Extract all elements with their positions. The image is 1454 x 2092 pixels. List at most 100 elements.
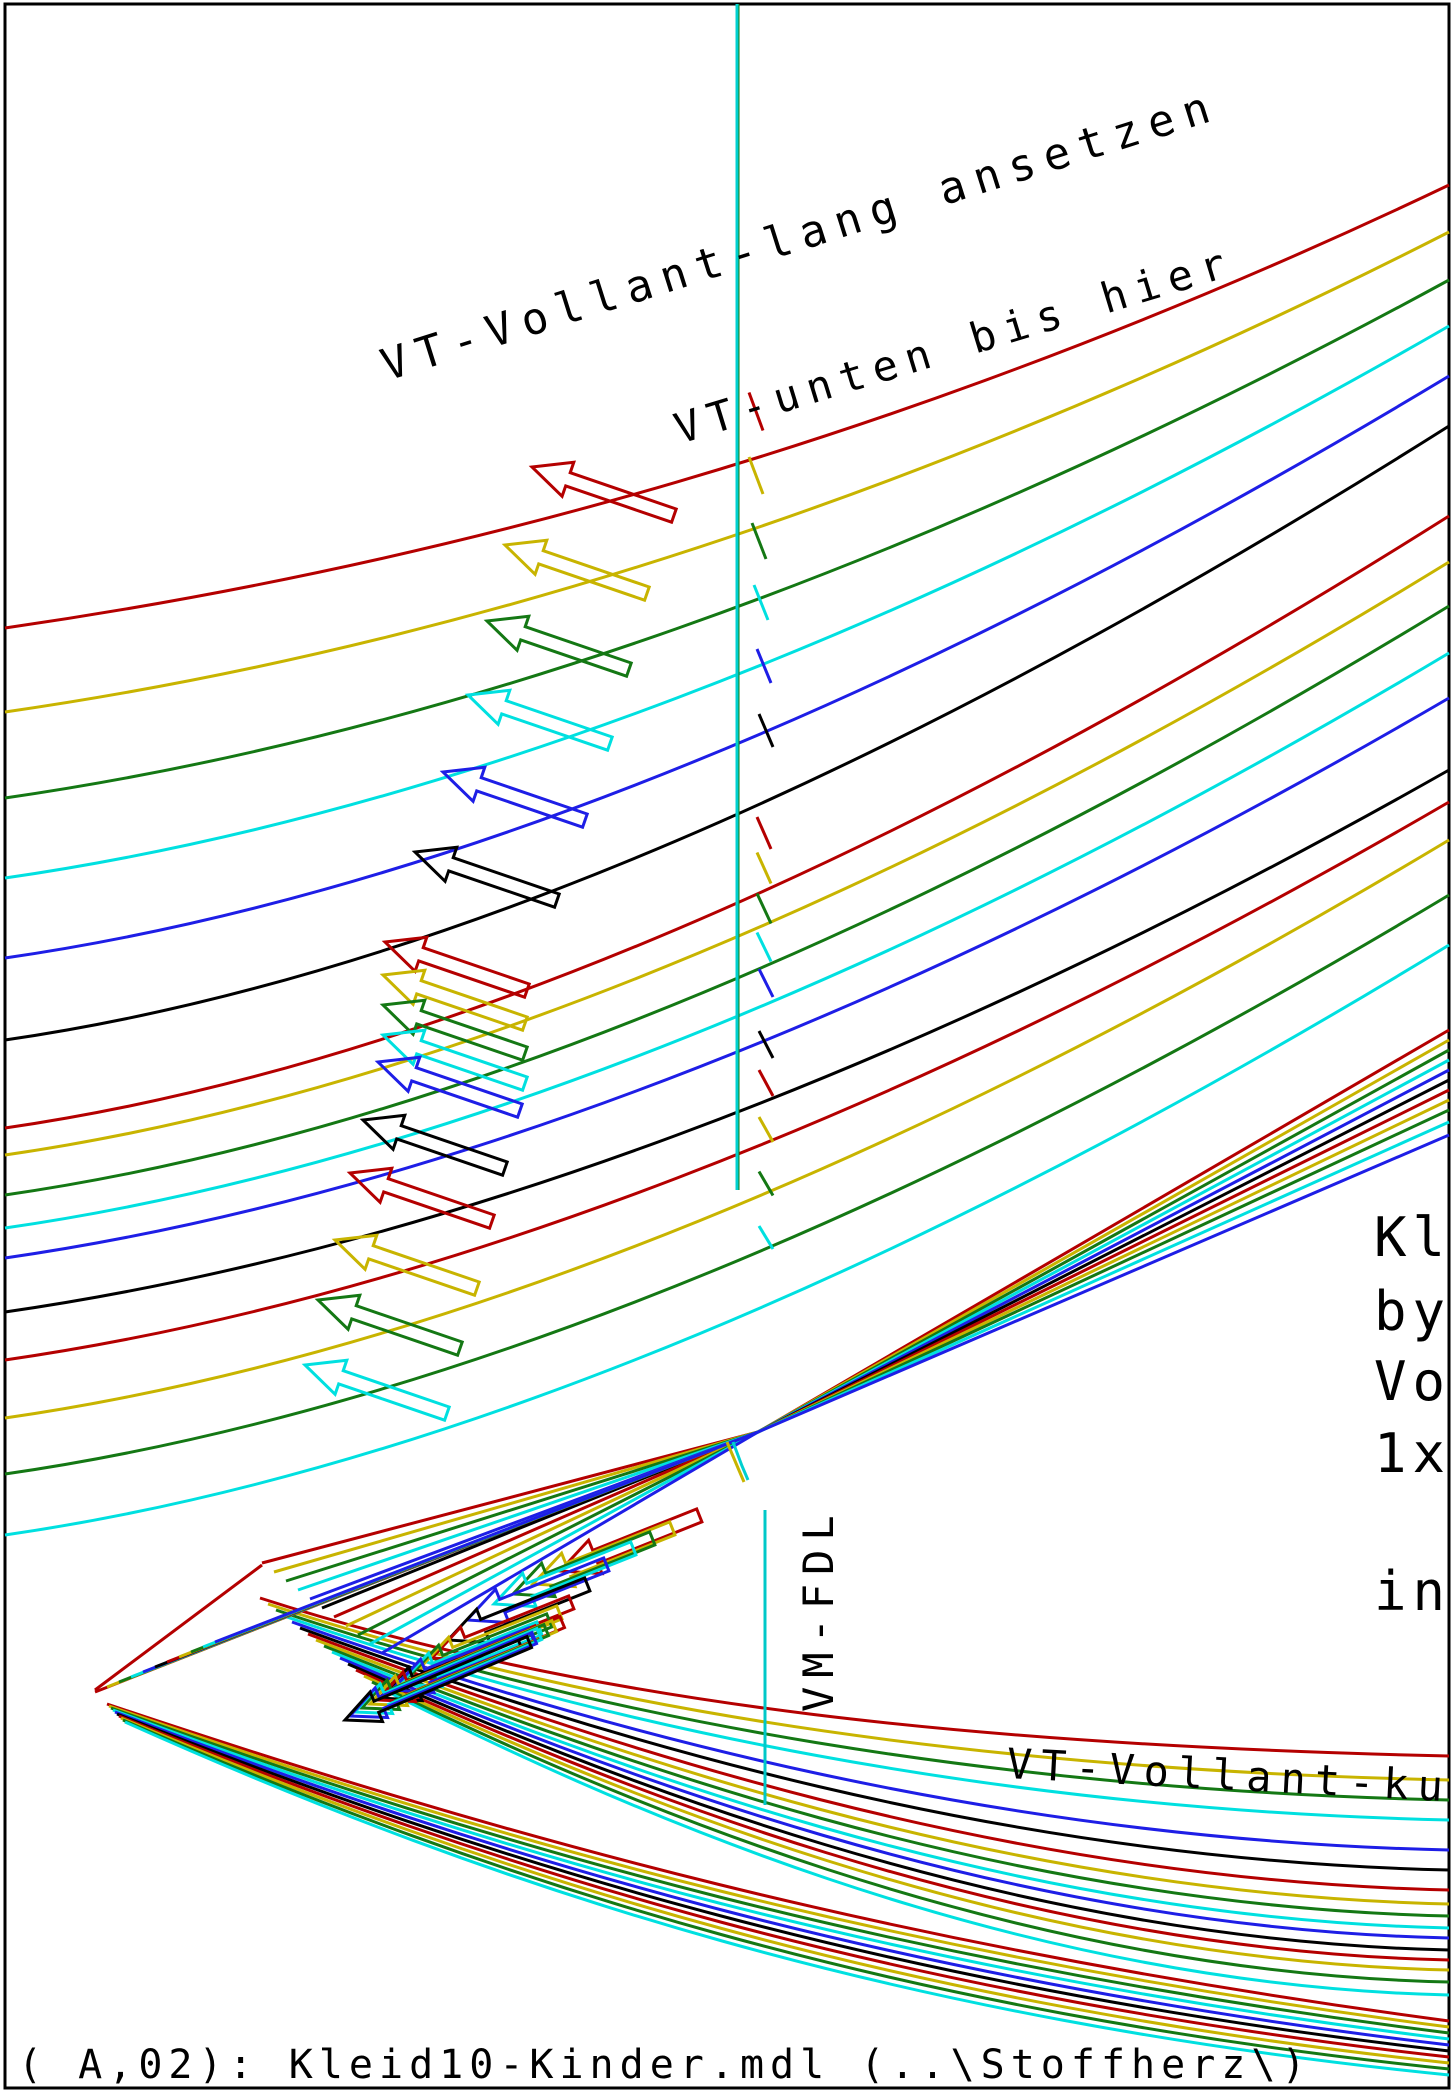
hem-curve-lower bbox=[116, 1712, 1450, 2053]
grain-arrow bbox=[331, 1233, 482, 1298]
fan-line-mid bbox=[297, 1430, 759, 1592]
grain-arrow-lower bbox=[509, 1529, 657, 1599]
seam-curve bbox=[4, 943, 1450, 1537]
notch-mark bbox=[755, 816, 773, 850]
notch-mark bbox=[755, 892, 773, 925]
grain-arrow bbox=[464, 688, 615, 753]
fan-line bbox=[757, 1108, 1450, 1434]
drawing-frame bbox=[3, 2, 1451, 2090]
seam-curve-lower bbox=[339, 1656, 1450, 1940]
notch-mark bbox=[757, 1030, 775, 1059]
lower-grainline-arrows bbox=[341, 1506, 704, 1724]
seam-curve bbox=[4, 424, 1450, 1042]
fan-line-top bbox=[94, 1563, 263, 1692]
fan-line bbox=[757, 1088, 1450, 1434]
notch-mark bbox=[747, 456, 765, 495]
seam-curve bbox=[4, 651, 1450, 1230]
upper-notch-marks bbox=[747, 391, 775, 1250]
upper-grainline-arrows bbox=[301, 460, 679, 1423]
seam-curve-lower bbox=[315, 1638, 1450, 1906]
grain-arrow-lower bbox=[346, 1630, 539, 1720]
grain-arrow-lower bbox=[358, 1622, 551, 1712]
seam-curve bbox=[4, 838, 1450, 1420]
notch-mark bbox=[757, 1116, 775, 1143]
fan-lines bbox=[94, 1028, 1450, 1694]
seam-curve bbox=[4, 230, 1450, 714]
fan-line bbox=[757, 1098, 1450, 1434]
grain-arrow-lower bbox=[341, 1634, 534, 1724]
fan-line-mid bbox=[369, 1430, 759, 1646]
grain-arrow bbox=[314, 1293, 465, 1358]
seam-curve bbox=[4, 324, 1450, 880]
hem-curve-lower bbox=[106, 1702, 1450, 2023]
fan-line-mid bbox=[357, 1430, 759, 1637]
info-line: Vor bbox=[1374, 1350, 1454, 1413]
fan-tip-marks bbox=[725, 1441, 746, 1483]
grain-arrow bbox=[381, 935, 532, 1000]
grain-arrow bbox=[439, 765, 590, 830]
fan-line bbox=[757, 1133, 1450, 1434]
fan-line-mid bbox=[285, 1430, 759, 1583]
seam-curve bbox=[4, 893, 1450, 1476]
fan-line-mid bbox=[273, 1430, 759, 1574]
notch-mark bbox=[757, 1170, 775, 1197]
seam-curve-lower bbox=[323, 1644, 1450, 1918]
notch-mark bbox=[755, 931, 773, 963]
footer-file-path: ( A,02): Kleid10-Kinder.mdl (..\Stoffher… bbox=[18, 2042, 1312, 2088]
vollant-kurz-label: VT-Vollant-kurz bbox=[1005, 1739, 1454, 1815]
seam-curve-lower bbox=[259, 1596, 1450, 1758]
fan-line-mid bbox=[345, 1430, 759, 1628]
hem-curve-lower bbox=[110, 1706, 1450, 2035]
seam-curve bbox=[4, 278, 1450, 800]
grain-arrow bbox=[346, 1166, 497, 1231]
info-line: Kle bbox=[1374, 1206, 1454, 1269]
seam-curve-lower bbox=[267, 1602, 1450, 1782]
info-block: Kle by Vor 1xS ink bbox=[1374, 1206, 1454, 1623]
seam-curve bbox=[4, 696, 1450, 1260]
info-line: by bbox=[1374, 1280, 1451, 1343]
notch-mark bbox=[747, 391, 765, 432]
notch-mark bbox=[757, 968, 775, 998]
notch-mark bbox=[755, 851, 773, 885]
seam-curve-lower bbox=[379, 1686, 1450, 1997]
seam-curve-lower bbox=[371, 1680, 1450, 1984]
seam-curve-lower bbox=[331, 1650, 1450, 1930]
upper-seam-curves bbox=[4, 183, 1450, 1537]
grain-arrow-lower bbox=[366, 1618, 559, 1708]
notch-mark bbox=[757, 1225, 775, 1250]
seam-curve bbox=[4, 604, 1450, 1197]
hem-curve-lower bbox=[124, 1720, 1450, 2077]
grain-arrow-lower bbox=[490, 1539, 638, 1609]
grain-arrow-lower bbox=[374, 1614, 567, 1704]
seam-curve bbox=[4, 800, 1450, 1362]
grain-arrow-lower bbox=[351, 1626, 544, 1716]
info-line: 1xS bbox=[1374, 1422, 1454, 1485]
grain-arrow bbox=[411, 845, 562, 910]
seam-curve-lower bbox=[355, 1668, 1450, 1962]
notch-mark bbox=[755, 648, 773, 684]
lower-seam-curves bbox=[106, 1596, 1450, 2077]
hem-curve-lower bbox=[112, 1708, 1450, 2041]
grain-arrow-lower bbox=[376, 1633, 524, 1703]
hem-curve-lower bbox=[108, 1704, 1450, 2029]
vollant-lang-label: VT-Vollant-lang ansetzen bbox=[375, 80, 1226, 392]
fan-line bbox=[757, 1120, 1450, 1434]
notch-mark bbox=[750, 522, 768, 560]
fan-line-left bbox=[214, 1430, 759, 1644]
fan-tip-marks-2 bbox=[731, 1441, 750, 1481]
seam-curve bbox=[4, 183, 1450, 630]
notch-mark bbox=[752, 584, 770, 621]
grain-arrow bbox=[359, 1113, 510, 1178]
vm-fdl-label: VM-FDL bbox=[794, 1506, 843, 1712]
grain-arrow-lower bbox=[556, 1506, 704, 1576]
grain-arrow bbox=[483, 614, 634, 679]
grain-arrow bbox=[301, 1358, 452, 1423]
notch-mark bbox=[757, 1069, 775, 1097]
info-line: ink bbox=[1374, 1560, 1454, 1623]
grain-arrow bbox=[374, 1055, 525, 1120]
seam-curve-lower bbox=[283, 1614, 1450, 1822]
seam-curve bbox=[4, 374, 1450, 960]
notch-mark bbox=[757, 713, 775, 748]
grain-arrow bbox=[379, 1028, 530, 1093]
grain-arrow bbox=[501, 538, 652, 603]
